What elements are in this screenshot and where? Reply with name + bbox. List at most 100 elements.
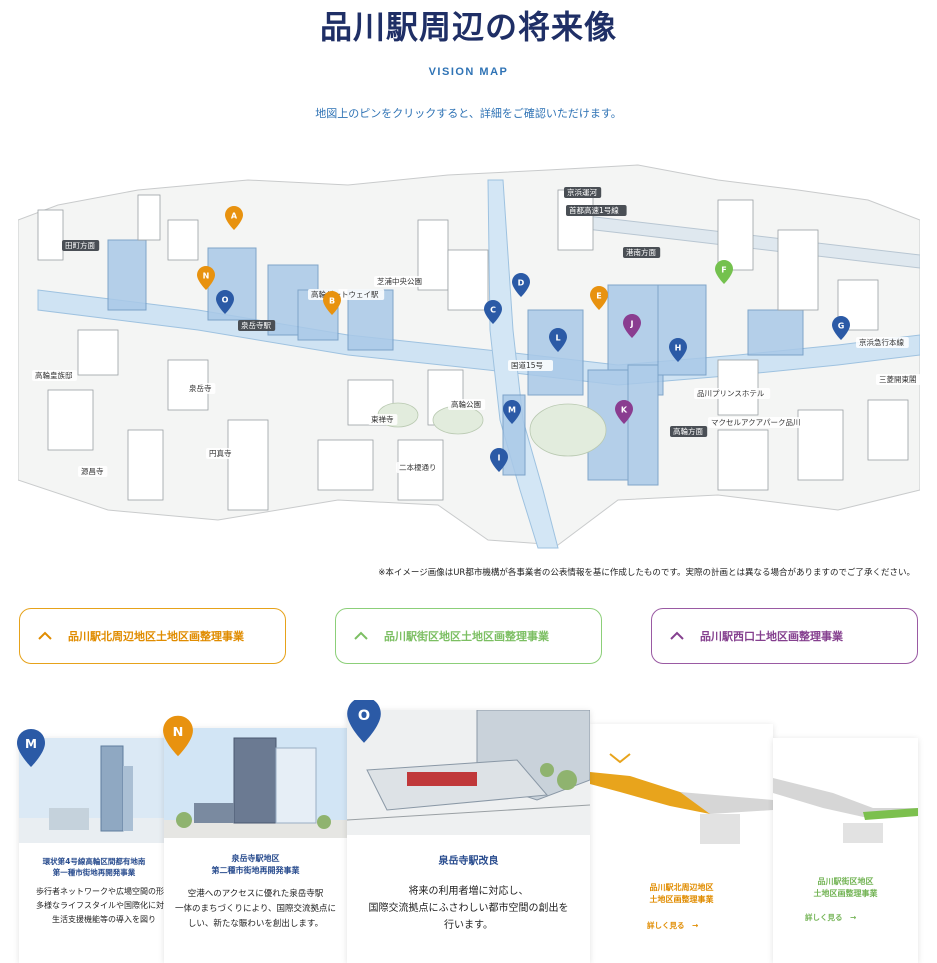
svg-text:首都高速1号線: 首都高速1号線	[569, 205, 619, 215]
map-pin-icon: N	[163, 715, 193, 757]
page-title: 品川駅周辺の将来像	[319, 8, 617, 46]
card-title: 第一種市街地再開発事業	[52, 868, 136, 877]
pin-marker-icon	[197, 266, 215, 290]
map-pin-d[interactable]: D	[512, 273, 530, 297]
map-pin-f[interactable]: F	[715, 260, 733, 284]
map-pin-n[interactable]: N	[197, 266, 215, 290]
pin-marker-icon	[503, 400, 521, 424]
svg-text:高輪公園: 高輪公園	[451, 399, 481, 409]
svg-text:東禅寺: 東禅寺	[371, 414, 394, 424]
card-desc: 将来の利用者増に対応し、	[408, 886, 529, 897]
pin-letter: J	[630, 320, 634, 329]
pin-letter: B	[329, 297, 335, 306]
dropdown-label: 品川駅北周辺地区土地区画整理事業	[68, 630, 244, 643]
map-pin-c[interactable]: C	[484, 300, 502, 324]
project-image	[347, 710, 590, 835]
map-place-label: 国道15号	[508, 360, 553, 371]
pin-marker-icon	[225, 206, 243, 230]
detail-link[interactable]: 詳しく見る →	[805, 913, 857, 922]
pin-marker-icon	[490, 448, 508, 472]
dropdown-shinagawa-west[interactable]: 品川駅西口土地区画整理事業	[651, 608, 918, 664]
pin-letter: O	[222, 296, 229, 305]
card-desc: 空港へのアクセスに優れた泉岳寺駅	[187, 889, 324, 899]
map-place-label: 泉岳寺	[186, 383, 216, 394]
project-card-o[interactable]: 泉岳寺駅改良 将来の利用者増に対応し、 国際交流拠点にふさわしい都市空間の創出を…	[347, 710, 590, 963]
map-pin-j[interactable]: J	[623, 314, 641, 338]
svg-text:源昌寺: 源昌寺	[81, 467, 104, 476]
map-pin-b[interactable]: B	[323, 291, 341, 315]
project-card-m[interactable]: 環状第4号線高輪区間都有地南 第一種市街地再開発事業 歩行者ネットワークや広場空…	[19, 738, 169, 963]
pin-letter: O	[358, 708, 370, 724]
project-card-carousel: 環状第4号線高輪区間都有地南 第一種市街地再開発事業 歩行者ネットワークや広場空…	[0, 700, 937, 963]
card-title: 環状第4号線高輪区間都有地南	[42, 857, 146, 866]
pin-marker-icon	[590, 286, 608, 310]
svg-text:三菱開東閣: 三菱開東閣	[879, 374, 917, 384]
map-place-label: 京浜運河	[564, 187, 602, 198]
map-place-label: 首都高速1号線	[566, 205, 627, 216]
card-desc: 多様なライフスタイルや国際化に対応	[36, 901, 169, 910]
pin-letter: N	[203, 272, 210, 281]
map-pin-i[interactable]: I	[490, 448, 508, 472]
card-desc: 国際交流拠点にふさわしい都市空間の創出を	[368, 903, 569, 914]
map-pin-icon: M	[17, 729, 45, 767]
pin-marker-icon	[669, 338, 687, 362]
svg-text:高輪ゲートウェイ駅: 高輪ゲートウェイ駅	[311, 289, 379, 299]
map-pin-e[interactable]: E	[590, 286, 608, 310]
detail-link[interactable]: 詳しく見る →	[647, 921, 699, 930]
map-hint: 地図上のピンをクリックすると、詳細をご確認いただけます。	[315, 107, 622, 120]
pin-marker-icon	[623, 314, 641, 338]
card-title: 品川駅街区地区	[817, 877, 874, 886]
map-place-label: 高輪方面	[670, 426, 708, 437]
pin-letter: C	[490, 306, 496, 315]
pin-letter: K	[621, 406, 628, 415]
map-place-label: 源昌寺	[78, 466, 108, 477]
project-image	[590, 724, 773, 844]
pin-letter: N	[173, 725, 184, 740]
map-place-label: 田町方面	[62, 240, 100, 251]
map-place-label: マクセルアクアパーク品川	[708, 417, 808, 428]
project-card-north[interactable]: 品川駅北周辺地区 土地区画整理事業 詳しく見る →	[590, 724, 773, 963]
map-place-label: 二本榎通り	[396, 462, 441, 473]
pin-marker-icon	[832, 316, 850, 340]
map-pin-m[interactable]: M	[503, 400, 521, 424]
map-place-label: 高輪ゲートウェイ駅	[308, 289, 385, 300]
svg-text:品川プリンスホテル: 品川プリンスホテル	[697, 389, 765, 398]
map-pin-h[interactable]: H	[669, 338, 687, 362]
map-pin-k[interactable]: K	[615, 400, 633, 424]
project-card-block[interactable]: 品川駅街区地区 土地区画整理事業 詳しく見る →	[773, 738, 918, 963]
map-pin-a[interactable]: A	[225, 206, 243, 230]
card-desc: 行います。	[444, 920, 493, 931]
map-place-label: 円真寺	[206, 448, 236, 459]
pin-letter: D	[518, 279, 525, 288]
svg-text:円真寺: 円真寺	[209, 448, 232, 458]
dropdown-shinagawa-block[interactable]: 品川駅街区地区土地区画整理事業	[335, 608, 602, 664]
map-place-label: 高輪公園	[448, 399, 486, 410]
pin-marker-icon	[512, 273, 530, 297]
map-place-label: 東禅寺	[368, 414, 398, 425]
map-place-label: 港南方面	[623, 247, 661, 258]
map-place-label: 京浜急行本線	[856, 337, 909, 348]
card-title: 第二種市街地再開発事業	[211, 866, 300, 875]
map-pin-l[interactable]: L	[549, 328, 567, 352]
project-image	[19, 738, 169, 843]
map-place-label: 品川プリンスホテル	[694, 388, 771, 399]
map-place-label: 泉岳寺駅	[238, 320, 276, 331]
map-pin-o[interactable]: O	[216, 290, 234, 314]
chevron-up-icon	[354, 631, 368, 640]
pin-letter: G	[838, 322, 845, 331]
svg-text:高輪方面: 高輪方面	[673, 426, 703, 436]
map-pin-g[interactable]: G	[832, 316, 850, 340]
svg-text:京浜運河: 京浜運河	[567, 187, 597, 197]
pin-letter: H	[675, 344, 682, 353]
dropdown-label: 品川駅街区地区土地区画整理事業	[384, 630, 549, 643]
chevron-up-icon	[38, 631, 52, 640]
pin-letter: L	[555, 334, 560, 343]
pin-marker-icon	[715, 260, 733, 284]
svg-text:京浜急行本線: 京浜急行本線	[859, 337, 904, 347]
card-title: 土地区画整理事業	[813, 889, 878, 898]
dropdown-shinagawa-north[interactable]: 品川駅北周辺地区土地区画整理事業	[19, 608, 286, 664]
project-image	[773, 738, 918, 843]
pin-marker-icon	[484, 300, 502, 324]
card-title: 品川駅北周辺地区	[649, 883, 714, 892]
project-card-n[interactable]: 泉岳寺駅地区 第二種市街地再開発事業 空港へのアクセスに優れた泉岳寺駅 一体のま…	[164, 728, 347, 963]
